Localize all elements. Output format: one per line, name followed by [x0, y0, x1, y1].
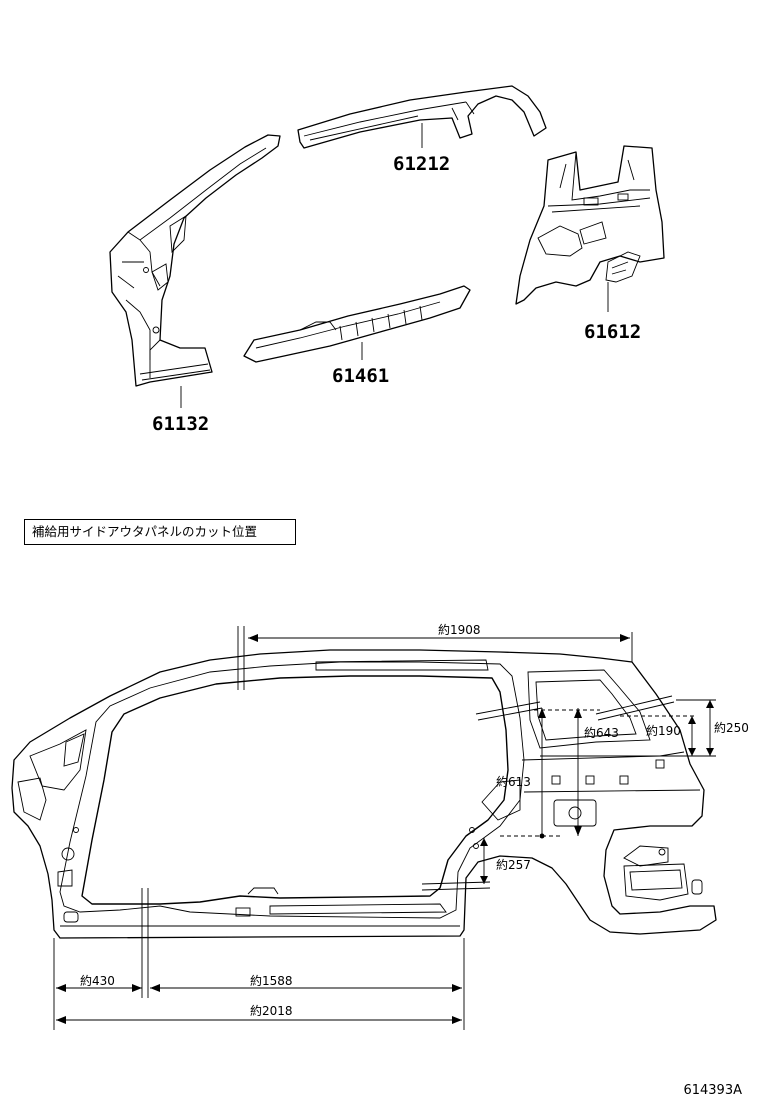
drawing-code: 614393A: [683, 1083, 742, 1098]
dim-1908: 約1908: [438, 622, 481, 637]
dim-257: 約257: [496, 857, 531, 872]
side-outer-panel-drawing: [11, 649, 717, 939]
part-61461-rocker-panel: 61461: [243, 285, 471, 387]
part-61212-roof-rail: 61212: [297, 85, 547, 175]
dim-1588: 約1588: [250, 973, 293, 988]
dimension-labels: 約1908 約643 約190 約250 約613 約257 約430 約158…: [80, 622, 749, 1018]
part-number-61461: 61461: [332, 365, 389, 387]
part-61132-front-pillar: 61132: [109, 134, 281, 435]
dim-613: 約613: [496, 774, 531, 789]
part-number-61612: 61612: [584, 321, 641, 343]
section-title: 補給用サイドアウタパネルのカット位置: [24, 519, 296, 545]
part-61612-quarter-panel: 61612: [515, 145, 665, 343]
dim-430: 約430: [80, 973, 115, 988]
dim-190: 約190: [646, 723, 681, 738]
cut-lines: [141, 626, 675, 998]
dim-643: 約643: [584, 725, 619, 740]
dim-250: 約250: [714, 720, 749, 735]
part-number-61132: 61132: [152, 413, 209, 435]
dim-2018: 約2018: [250, 1003, 293, 1018]
part-number-61212: 61212: [393, 153, 450, 175]
dimension-lines: [53, 632, 716, 1030]
